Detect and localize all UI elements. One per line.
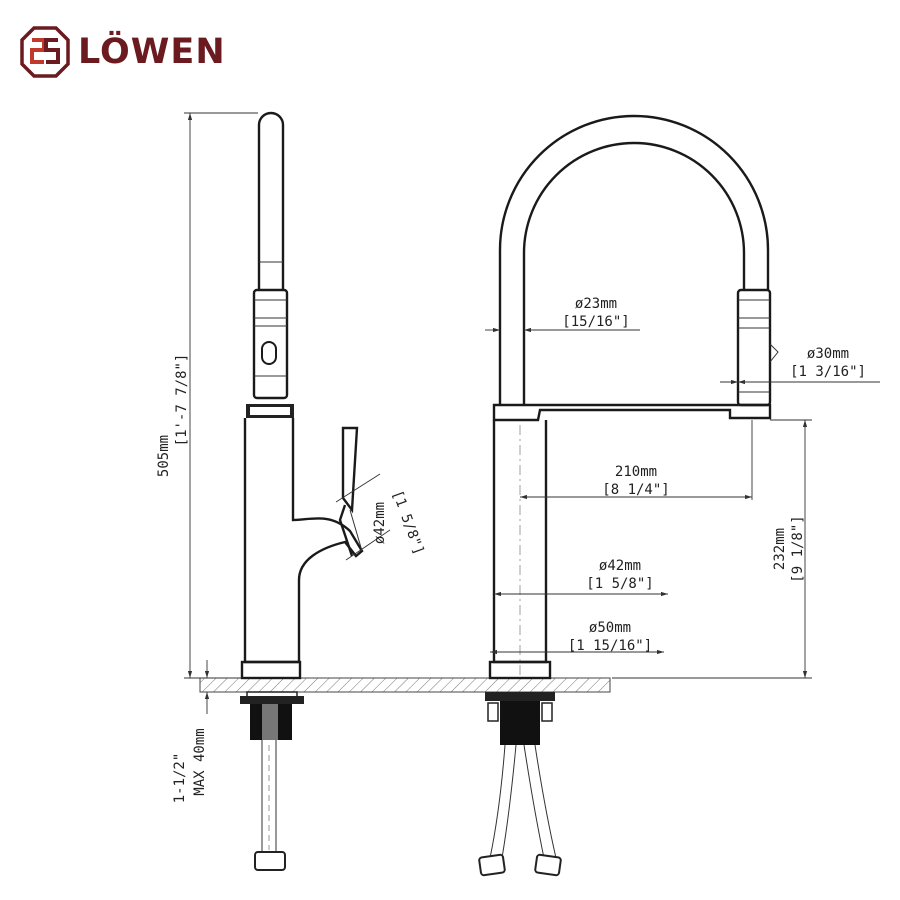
faucet-front-view: [478, 114, 779, 877]
base-dia-in: [1 15/16"]: [568, 638, 652, 654]
dimension-lines-front: [485, 327, 880, 679]
mount-mm: MAX 40mm: [192, 728, 208, 795]
spout-height-mm: 232mm: [772, 528, 788, 570]
spray-dia-in: [1 3/16"]: [790, 364, 866, 380]
countertop: [199, 677, 611, 693]
brand-logo: LÖWEN: [20, 26, 226, 78]
brand-emblem-icon: [20, 26, 70, 78]
body-dia-in: [1 5/8"]: [586, 576, 653, 592]
mount-in: 1-1/2": [172, 753, 188, 804]
reach-in: [8 1/4"]: [602, 482, 669, 498]
handle-dia-mm: ø42mm: [372, 502, 388, 544]
reach-mm: 210mm: [615, 464, 657, 480]
height-total-mm: 505mm: [156, 435, 172, 477]
faucet-side-view: [240, 111, 364, 871]
height-total-in: [1'-7 7/8"]: [174, 354, 190, 447]
hose-dia-mm: ø23mm: [575, 296, 617, 312]
brand-name: LÖWEN: [78, 32, 226, 72]
spout-height-in: [9 1/8"]: [790, 515, 806, 582]
base-dia-mm: ø50mm: [589, 620, 631, 636]
hose-dia-in: [15/16"]: [562, 314, 629, 330]
body-dia-mm: ø42mm: [599, 558, 641, 574]
handle-dia-in: [1 5/8"]: [389, 488, 427, 557]
dimension-lines-side: [184, 112, 391, 714]
spray-dia-mm: ø30mm: [807, 346, 849, 362]
